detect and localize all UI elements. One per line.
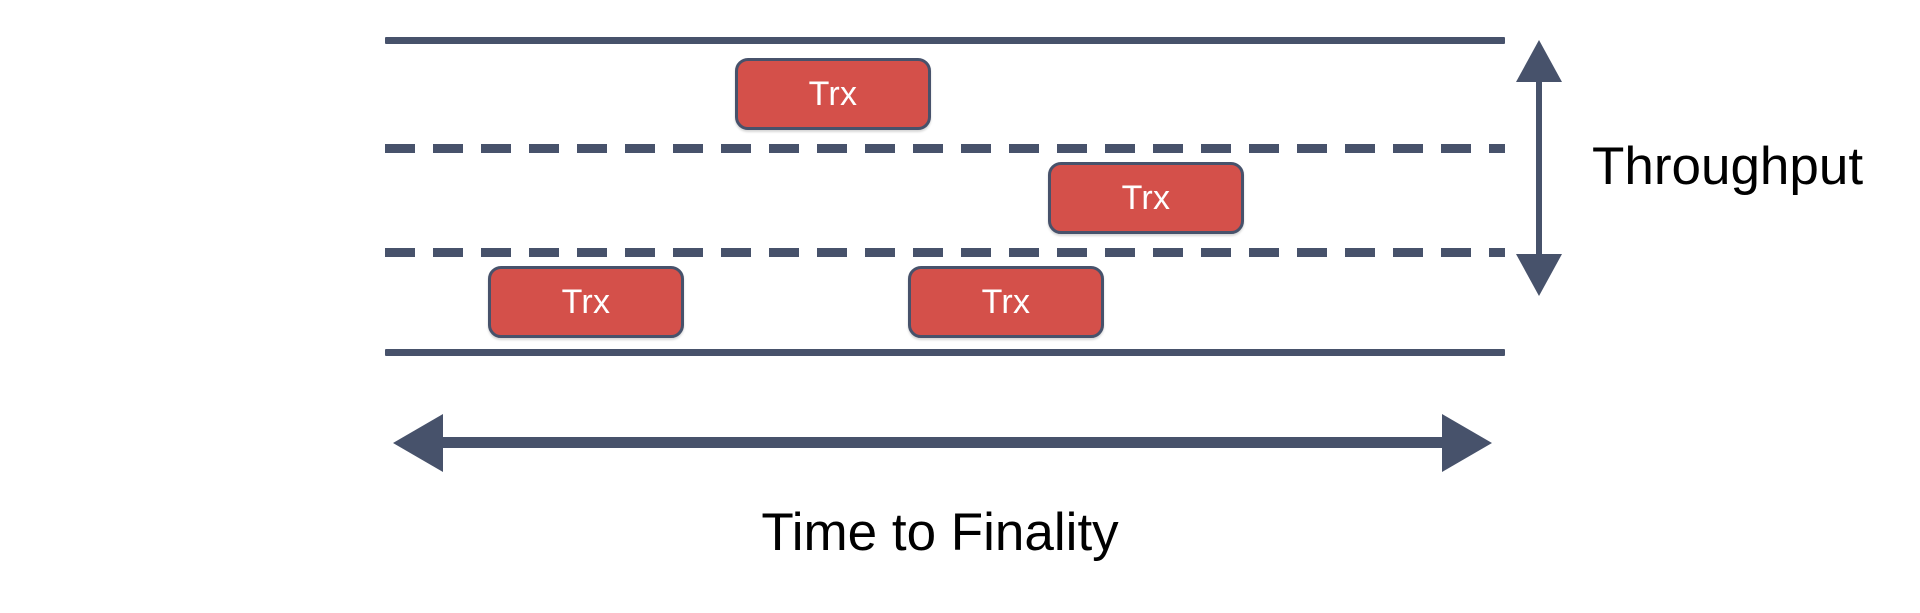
- arrow-head-right-icon: [1442, 414, 1492, 472]
- arrow-head-up-icon: [1516, 40, 1562, 82]
- transaction-box[interactable]: Trx: [488, 266, 684, 338]
- arrow-shaft-vertical: [1536, 76, 1542, 262]
- finality-axis-arrow-icon: [393, 414, 1492, 472]
- transaction-box[interactable]: Trx: [1048, 162, 1244, 234]
- throughput-axis-arrow-icon: [1516, 40, 1562, 296]
- lane-line-divider-2: [385, 248, 1505, 257]
- lane-line-top-boundary: [385, 37, 1505, 44]
- arrow-head-down-icon: [1516, 254, 1562, 296]
- transaction-box[interactable]: Trx: [908, 266, 1104, 338]
- arrow-shaft-horizontal: [431, 437, 1454, 448]
- throughput-axis-label: Throughput: [1592, 137, 1864, 196]
- time-to-finality-axis-label: Time to Finality: [761, 503, 1119, 562]
- lane-line-bottom-boundary: [385, 349, 1505, 356]
- transaction-box[interactable]: Trx: [735, 58, 931, 130]
- lane-line-divider-1: [385, 144, 1505, 153]
